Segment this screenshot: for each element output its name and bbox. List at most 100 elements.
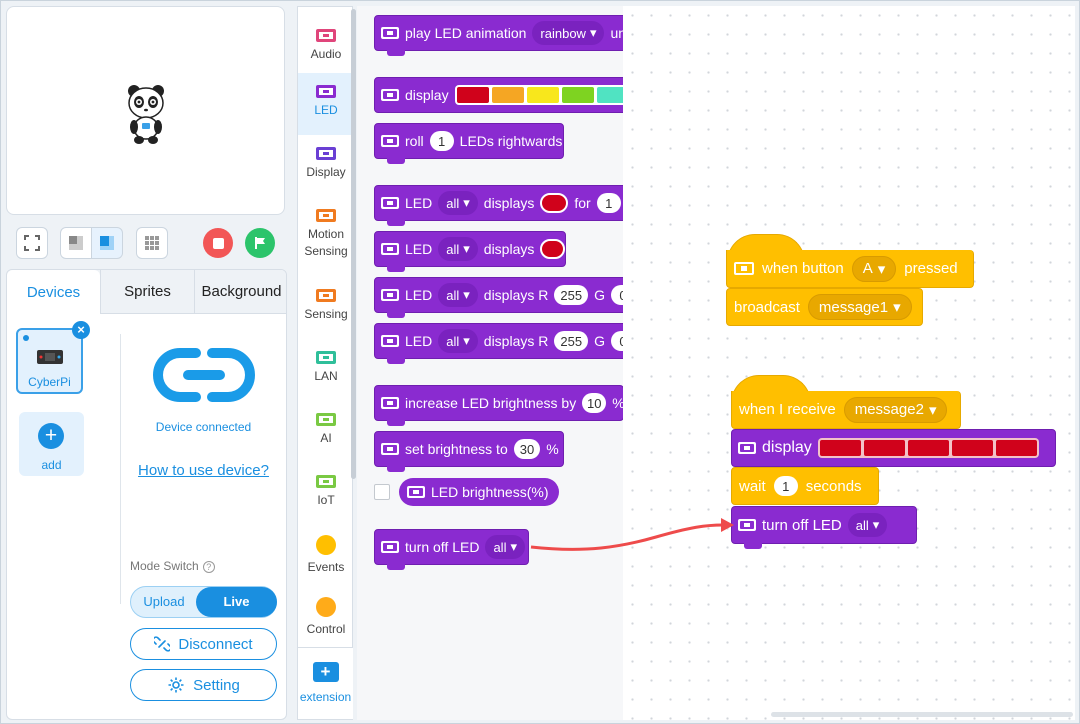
category-ai[interactable]: AI — [298, 401, 354, 463]
block-increase-brightness[interactable]: increase LED brightness by 10 % — [374, 385, 623, 426]
dropdown-value: all — [493, 539, 507, 555]
disconnect-button[interactable]: Disconnect — [130, 628, 277, 660]
wait-seconds-input[interactable]: 1 — [773, 476, 798, 496]
mode-switch[interactable]: Upload Live — [130, 586, 277, 618]
category-led[interactable]: LED — [298, 73, 354, 135]
tab-sprites[interactable]: Sprites — [100, 270, 194, 314]
message-dropdown[interactable]: message2▾ — [843, 396, 948, 423]
category-audio[interactable]: Audio — [298, 17, 354, 79]
led-color-cell[interactable] — [561, 87, 594, 103]
led-color-cell[interactable] — [526, 87, 559, 103]
unlink-icon — [154, 636, 171, 652]
block-led-displays[interactable]: LED all▾ displays — [374, 231, 566, 272]
block-turn-off-led[interactable]: turn off LED all▾ — [374, 529, 529, 570]
canvas-scrollbar[interactable] — [771, 712, 1073, 717]
mode-upload[interactable]: Upload — [143, 594, 185, 609]
led-color-cell[interactable] — [907, 440, 949, 456]
g-input[interactable]: 0 — [610, 285, 623, 305]
mode-switch-text: Mode Switch — [130, 559, 199, 573]
category-motion-sensing[interactable]: Motion Sensing — [298, 197, 354, 267]
category-label: Control — [306, 622, 346, 636]
led-color-cell[interactable] — [863, 440, 905, 456]
button-dropdown[interactable]: A▾ — [851, 255, 897, 282]
r-input[interactable]: 255 — [554, 285, 589, 305]
brightness-delta-input[interactable]: 10 — [582, 393, 607, 413]
duration-input[interactable]: 1 — [596, 193, 621, 213]
block-notch — [387, 158, 405, 164]
color-picker[interactable] — [540, 239, 565, 259]
block-when-i-receive[interactable]: when I receive message2▾ — [731, 391, 961, 429]
add-device-button[interactable]: + add — [19, 412, 84, 476]
chevron-down-icon: ▾ — [510, 539, 517, 554]
category-sensing[interactable]: Sensing — [298, 277, 354, 339]
extension-button[interactable]: + extension — [298, 647, 353, 719]
stop-button[interactable] — [203, 228, 233, 258]
block-display-colors[interactable]: display — [374, 77, 623, 113]
color-strip[interactable] — [454, 85, 623, 105]
led-color-cell[interactable] — [819, 440, 861, 456]
led-color-cell[interactable] — [456, 87, 489, 103]
fullscreen-button[interactable] — [16, 227, 48, 259]
led-color-cell[interactable] — [951, 440, 993, 456]
color-strip[interactable] — [817, 438, 1039, 458]
r-input[interactable]: 255 — [554, 331, 589, 351]
layout-small-button[interactable] — [60, 227, 92, 259]
setting-button[interactable]: Setting — [130, 669, 277, 701]
block-notch — [387, 420, 405, 426]
g-input[interactable]: 0 — [610, 331, 623, 351]
go-button[interactable] — [245, 228, 275, 258]
layout-large-button[interactable] — [91, 227, 123, 259]
led-color-cell[interactable] — [995, 440, 1037, 456]
category-label: Events — [307, 560, 345, 574]
help-icon[interactable]: ? — [202, 560, 215, 573]
brightness-input[interactable]: 30 — [513, 439, 541, 459]
color-picker[interactable] — [540, 193, 569, 213]
animation-dropdown[interactable]: rainbow▾ — [532, 21, 605, 45]
led-dropdown[interactable]: all▾ — [438, 237, 478, 261]
block-led-rgb[interactable]: LED all▾ displays R 255 G 0 — [374, 323, 623, 364]
script-canvas[interactable]: when button A▾ pressed broadcast message… — [623, 6, 1075, 720]
brightness-monitor-checkbox[interactable] — [374, 484, 390, 500]
led-dropdown[interactable]: all▾ — [438, 191, 478, 215]
block-play-led-animation[interactable]: play LED animation rainbow▾ un — [374, 15, 623, 56]
message-dropdown[interactable]: message1▾ — [807, 294, 912, 320]
led-dropdown[interactable]: all▾ — [438, 329, 478, 353]
block-display-colors[interactable]: display — [731, 429, 1056, 467]
mode-live[interactable]: Live — [196, 587, 277, 617]
block-text: wait — [739, 477, 766, 495]
category-lan[interactable]: LAN — [298, 339, 354, 401]
block-notch — [387, 358, 405, 364]
block-broadcast[interactable]: broadcast message1▾ — [726, 288, 923, 326]
stage-panel[interactable] — [6, 6, 285, 215]
block-when-button-pressed[interactable]: when button A▾ pressed — [726, 250, 974, 288]
ai-icon — [316, 413, 336, 426]
category-scrollbar[interactable] — [351, 9, 356, 479]
block-wait[interactable]: wait 1 seconds — [731, 467, 879, 505]
category-events[interactable]: Events — [298, 523, 354, 585]
how-to-use-link[interactable]: How to use device? — [138, 462, 269, 479]
led-color-cell[interactable] — [491, 87, 524, 103]
block-turn-off-led[interactable]: turn off LED all▾ — [731, 506, 917, 549]
grid-button[interactable] — [136, 227, 168, 259]
led-color-cell[interactable] — [596, 87, 623, 103]
close-icon[interactable]: × — [72, 321, 90, 339]
tab-background[interactable]: Background — [194, 270, 286, 314]
led-dropdown[interactable]: all▾ — [847, 513, 888, 537]
roll-count-input[interactable]: 1 — [429, 131, 454, 151]
block-text: display — [405, 87, 449, 103]
led-dropdown[interactable]: all▾ — [438, 283, 478, 307]
led-dropdown[interactable]: all▾ — [485, 535, 525, 559]
link-icon — [153, 348, 255, 402]
category-iot[interactable]: IoT — [298, 463, 354, 525]
device-card-cyberpi[interactable]: × CyberPi — [16, 321, 90, 394]
block-set-brightness[interactable]: set brightness to 30 % — [374, 431, 564, 472]
reporter-led-brightness[interactable]: LED brightness(%) — [399, 478, 559, 506]
block-led-rgb[interactable]: LED all▾ displays R 255 G 0 — [374, 277, 623, 318]
category-display[interactable]: Display — [298, 135, 354, 197]
category-control[interactable]: Control — [298, 585, 354, 647]
panda-sprite[interactable] — [124, 83, 168, 145]
block-led-displays-for[interactable]: LED all▾ displays for 1 s — [374, 185, 623, 226]
tab-devices[interactable]: Devices — [7, 270, 100, 314]
block-roll-leds[interactable]: roll 1 LEDs rightwards — [374, 123, 564, 164]
gear-icon — [168, 677, 184, 693]
